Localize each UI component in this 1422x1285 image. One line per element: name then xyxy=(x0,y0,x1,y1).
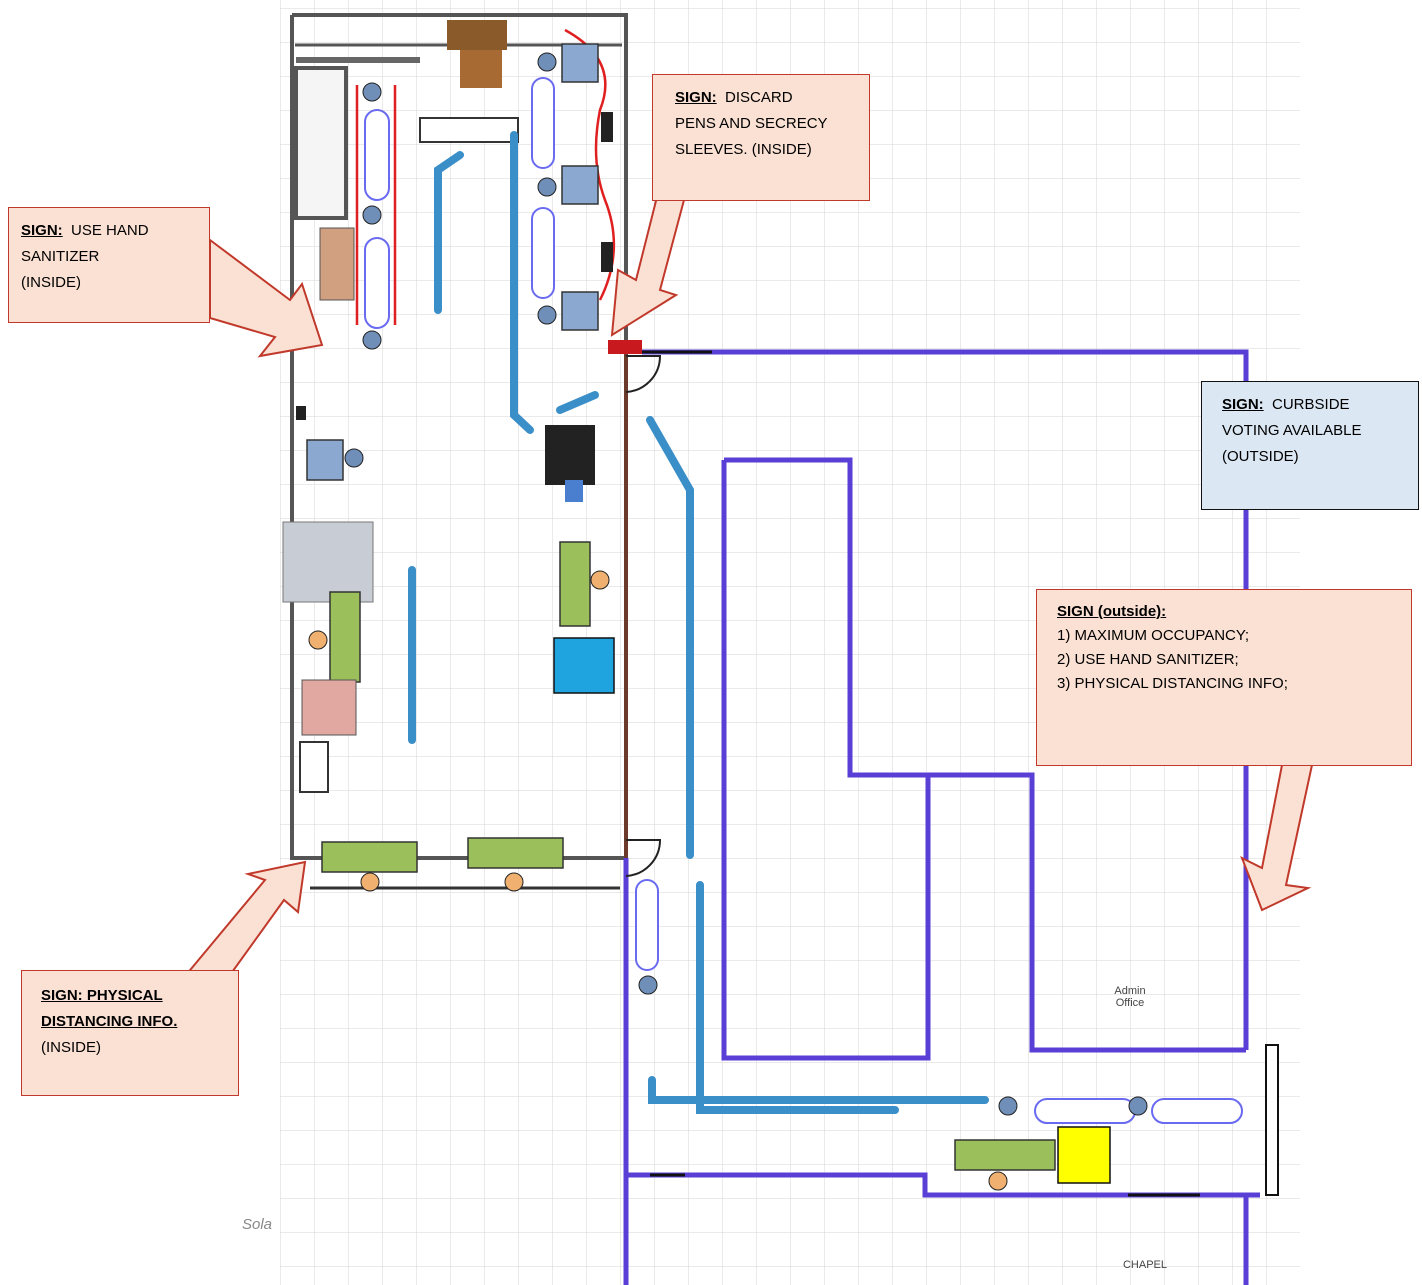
sign-item: 2) USE HAND SANITIZER; xyxy=(1057,651,1239,668)
admin-office-label: Admin Office xyxy=(1100,985,1160,1009)
stanchions xyxy=(296,112,642,420)
staff-icons xyxy=(308,570,1008,1191)
sign-physical-distancing-callout: SIGN: PHYSICAL DISTANCING INFO. (INSIDE) xyxy=(21,970,239,1096)
doors xyxy=(625,355,662,877)
sign-text: USE HAND xyxy=(71,222,149,239)
sign-label: DISTANCING INFO. xyxy=(41,1013,178,1030)
sign-curbside-callout: SIGN: CURBSIDE VOTING AVAILABLE (OUTSIDE… xyxy=(1201,381,1419,510)
top-table xyxy=(419,117,519,143)
red-barriers xyxy=(355,28,616,325)
sign-label: SIGN (outside): xyxy=(1057,603,1167,620)
sign-text: SANITIZER xyxy=(21,248,100,265)
outside-walls xyxy=(626,349,1260,1285)
entrance-doors xyxy=(1265,1044,1279,1196)
chapel-label: CHAPEL xyxy=(1122,1259,1168,1271)
sign-label: SIGN: xyxy=(1222,396,1264,413)
sign-arrows xyxy=(183,184,1314,976)
closet xyxy=(294,66,348,220)
sign-text: VOTING AVAILABLE xyxy=(1222,422,1362,439)
sign-item: 3) PHYSICAL DISTANCING INFO; xyxy=(1057,675,1288,692)
provisional-table xyxy=(301,679,357,736)
admin-office-label-line1: Admin xyxy=(1114,985,1146,997)
sign-outside-callout: SIGN (outside): 1) MAXIMUM OCCUPANCY; 2)… xyxy=(1036,589,1412,766)
sign-label: SIGN: xyxy=(675,89,717,106)
footer-text: Sola xyxy=(242,1216,273,1233)
cabinet xyxy=(299,741,329,793)
ballot-machine xyxy=(545,425,595,485)
sign-text: (INSIDE) xyxy=(41,1039,101,1056)
sign-hand-sanitizer-callout: SIGN: USE HAND SANITIZER (INSIDE) xyxy=(8,207,210,323)
sign-text: CURBSIDE xyxy=(1272,396,1350,413)
queue-lanes xyxy=(364,77,1243,1124)
voting-booths xyxy=(306,43,599,481)
flow-arrows xyxy=(408,131,989,1114)
arrow-outside-sign xyxy=(1240,764,1314,912)
sign-text: SLEEVES. (INSIDE) xyxy=(675,141,812,158)
arrow-physical-distancing xyxy=(183,860,307,976)
arrow-hand-sanitizer xyxy=(209,238,324,358)
sign-label: SIGN: xyxy=(21,222,63,239)
sign-text: (INSIDE) xyxy=(21,274,81,291)
window-lines xyxy=(642,350,1200,1197)
podium-base xyxy=(460,50,502,88)
mail-drop-box xyxy=(1057,1126,1111,1184)
admin-office-label-line2: Office xyxy=(1115,997,1145,1009)
sanitizer-station xyxy=(319,227,355,301)
sign-text: DISCARD xyxy=(725,89,793,106)
sign-label: SIGN: PHYSICAL xyxy=(41,987,163,1004)
sign-text: (OUTSIDE) xyxy=(1222,448,1299,465)
people-icons xyxy=(344,52,1148,1116)
sign-discard-pens-callout: SIGN: DISCARD PENS AND SECRECY SLEEVES. … xyxy=(652,74,870,201)
green-tables xyxy=(321,541,1056,1171)
check-in-desk-equipment xyxy=(282,521,374,603)
ballot-box xyxy=(565,480,583,502)
sign-text: PENS AND SECRECY xyxy=(675,115,828,132)
sign-item: 1) MAXIMUM OCCUPANCY; xyxy=(1057,627,1250,644)
podium xyxy=(447,20,507,50)
cyan-info-box xyxy=(553,637,615,694)
